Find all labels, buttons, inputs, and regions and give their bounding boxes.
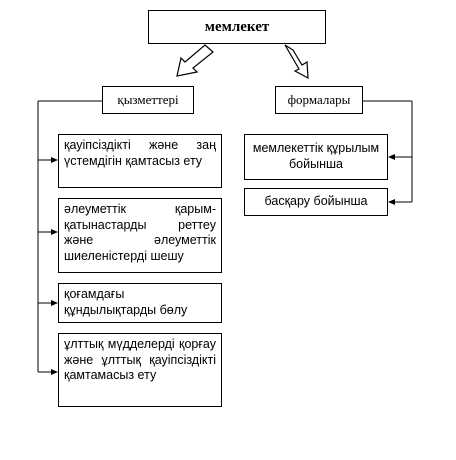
forms-header: формалары [275,86,363,114]
forms-arrowheads [388,154,395,205]
right-hollow-arrow [284,44,309,80]
function-item-values-distribution: қоғамдағы құндылықтарды бөлу [58,283,222,323]
root-node-title: мемлекет [148,10,326,44]
functions-header: қызметтері [102,86,194,114]
forms-bracket [363,100,413,203]
functions-arrowheads [51,157,58,375]
form-item-governance: басқару бойынша [244,188,388,216]
form-item-state-structure: мемлекеттік құрылым бойынша [244,134,388,180]
function-item-social-relations: әлеуметтік қарым-қатынастарды реттеу жән… [58,198,222,273]
function-item-security: қауіпсіздікті және заң үстемдігін қамтас… [58,134,222,188]
function-item-national-interests: ұлттық мүдделерді қорғау және ұлттық қау… [58,333,222,407]
left-hollow-arrow [176,44,214,77]
